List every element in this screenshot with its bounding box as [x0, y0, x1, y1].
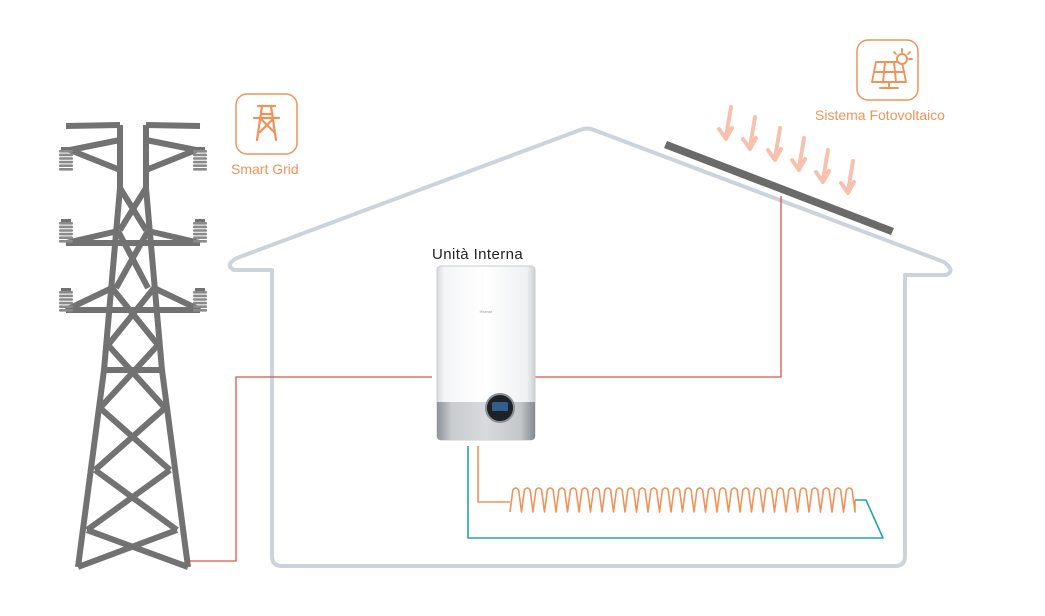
insulator-5 [59, 288, 73, 312]
insulator-6 [193, 288, 207, 312]
sun-arrow-2 [748, 115, 757, 149]
tower-insulators [59, 147, 207, 312]
solar-panel [664, 141, 894, 235]
water-loop-line [467, 446, 884, 539]
pv-power-line [532, 196, 782, 378]
sun-arrow-3 [773, 126, 782, 160]
sun-arrow-5 [821, 148, 830, 182]
sun-arrow-4 [797, 136, 806, 170]
floor-heating-coil [477, 446, 856, 513]
smart-grid-badge [235, 93, 298, 155]
brand-logo: Hisense [480, 310, 493, 314]
indoor-unit: Hisense [436, 265, 536, 441]
indoor-unit-label: Unità Interna [432, 246, 523, 263]
sunlight-arrows [717, 105, 856, 195]
insulator-2 [193, 147, 207, 171]
transmission-tower-icon [252, 104, 281, 142]
insulator-4 [193, 219, 207, 243]
house-outline [227, 126, 953, 568]
solar-panel-icon [871, 48, 913, 89]
grid-power-line [188, 376, 432, 562]
sun-arrow-1 [724, 105, 733, 139]
photovoltaic-badge [856, 39, 919, 101]
photovoltaic-label: Sistema Fotovoltaico [815, 107, 945, 123]
smart-grid-label: Smart Grid [231, 161, 299, 177]
transmission-tower [64, 122, 202, 570]
sun-arrow-6 [846, 159, 855, 193]
insulator-1 [59, 147, 73, 171]
insulator-3 [59, 219, 73, 243]
